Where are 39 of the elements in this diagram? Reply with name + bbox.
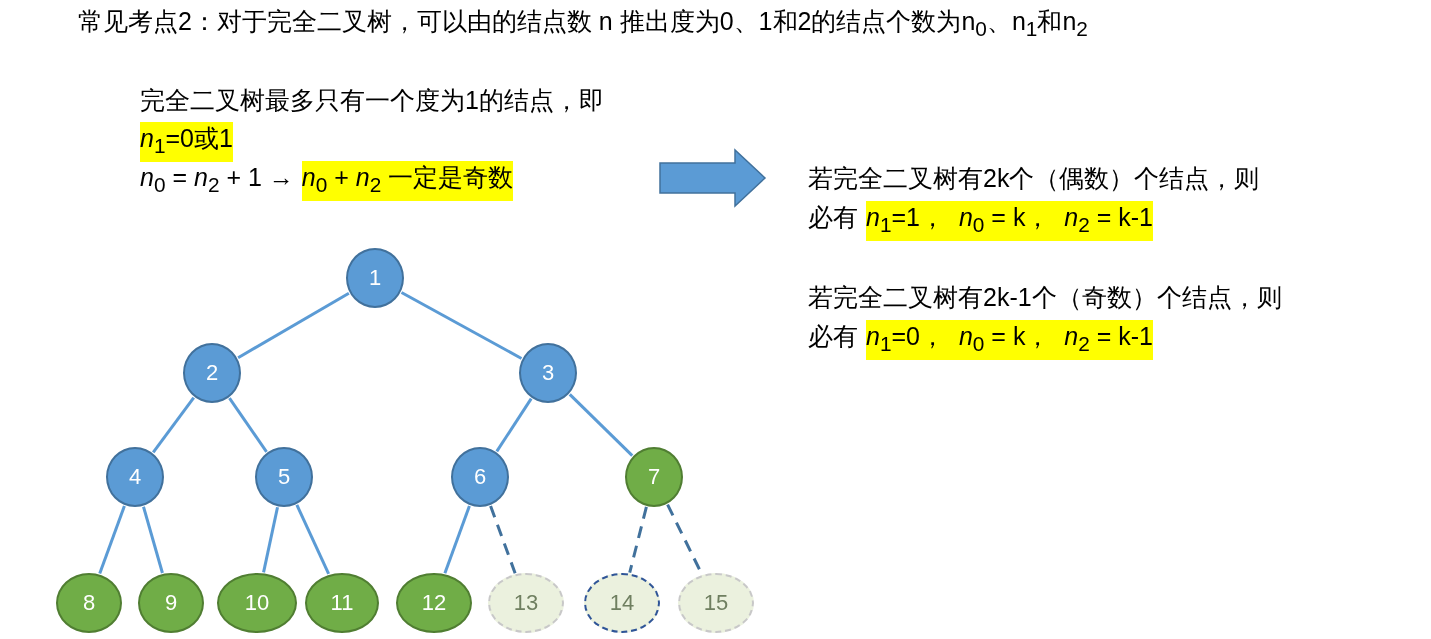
formula: n$_{1}$=0或1: [140, 122, 233, 162]
tree-edge: [400, 291, 523, 360]
tree-edge: [568, 393, 634, 457]
tree-node: 5: [255, 447, 313, 507]
tree-node: 6: [451, 447, 509, 507]
formula: n$_{1}$=0， n$_{0}$ = k， n$_{2}$ = k-1: [866, 320, 1154, 360]
note-text: 必有: [808, 321, 858, 352]
tree-node: 14: [584, 573, 660, 633]
tree-node: 9: [138, 573, 204, 633]
dashed-edge: [489, 505, 517, 574]
tree-edge: [142, 506, 164, 574]
note-text: 若完全二叉树有2k个（偶数）个结点，则: [808, 163, 1260, 194]
tree-edge: [98, 505, 126, 575]
tree-node: 15: [678, 573, 754, 633]
note-text: 必有: [808, 202, 858, 233]
tree-edge: [237, 291, 350, 360]
tree-node: 12: [396, 573, 472, 633]
tree-edge: [228, 397, 268, 453]
tree-edge: [152, 396, 195, 454]
tree-edge: [262, 506, 279, 573]
tree-edge: [443, 505, 471, 574]
tree-node: 4: [106, 447, 164, 507]
tree-node: 10: [217, 573, 297, 633]
tree-node: 13: [488, 573, 564, 633]
note-text: 完全二叉树最多只有一个度为1的结点，即: [140, 85, 604, 116]
tree-node: 2: [183, 343, 241, 403]
tree-edge: [495, 397, 533, 453]
tree-edge: [295, 504, 330, 575]
tree-node: 8: [56, 573, 122, 633]
note-text: 若完全二叉树有2k-1个（奇数）个结点，则: [808, 282, 1282, 313]
formula: n$_{1}$=1， n$_{0}$ = k， n$_{2}$ = k-1: [866, 201, 1154, 241]
tree-node: 3: [519, 343, 577, 403]
formula: n$_{0}$ + n$_{2}$ 一定是奇数: [301, 161, 514, 201]
tree-node: 11: [305, 573, 379, 633]
formula: n$_{0}$ = n$_{2}$ + 1 →: [140, 162, 294, 198]
tree-node: 1: [346, 248, 404, 308]
tree-node: 7: [625, 447, 683, 507]
dashed-edge: [628, 506, 648, 573]
title: 常见考点2：对于完全二叉树，可以由的结点数 n 推出度为0、1和2的结点个数为n$_{0}$、n$_{1}$和n$_{2}$: [78, 6, 1088, 42]
